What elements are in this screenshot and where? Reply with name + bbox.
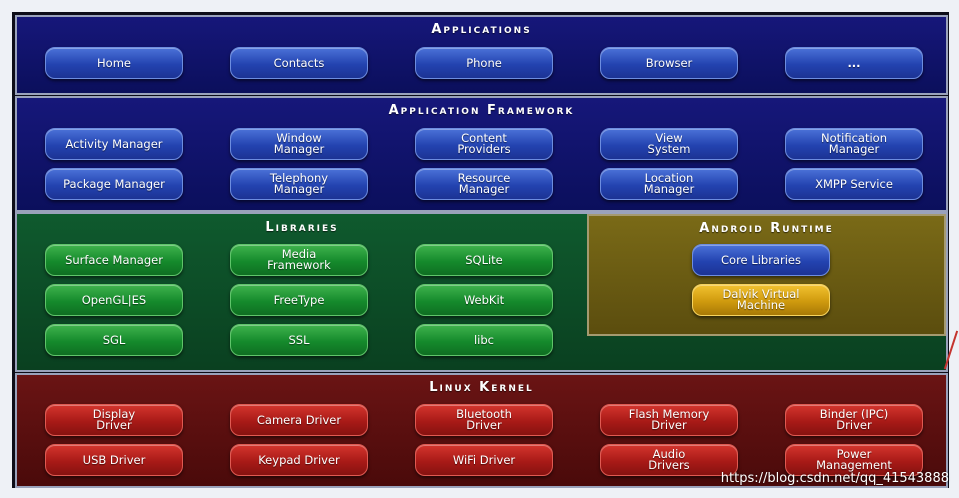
runtime-dalvik-vm: Dalvik Virtual Machine [692, 284, 830, 316]
libraries-title: Libraries [265, 220, 339, 235]
app-phone: Phone [415, 47, 553, 79]
kernel-usb-driver: USB Driver [45, 444, 183, 476]
kernel-audio-drivers: Audio Drivers [600, 444, 738, 476]
runtime-core-libraries: Core Libraries [692, 244, 830, 276]
kernel-bluetooth-driver: Bluetooth Driver [415, 404, 553, 436]
watermark-url: https://blog.csdn.net/qq_41543888 [720, 471, 949, 486]
kernel-power-management: Power Management [785, 444, 923, 476]
lib-ssl: SSL [230, 324, 368, 356]
lib-sqlite: SQLite [415, 244, 553, 276]
lib-sgl: SGL [45, 324, 183, 356]
fw-xmpp-service: XMPP Service [785, 168, 923, 200]
kernel-flash-memory-driver: Flash Memory Driver [600, 404, 738, 436]
lib-media-framework: Media Framework [230, 244, 368, 276]
fw-package-manager: Package Manager [45, 168, 183, 200]
fw-resource-manager: Resource Manager [415, 168, 553, 200]
fw-location-manager: Location Manager [600, 168, 738, 200]
kernel-wifi-driver: WiFi Driver [415, 444, 553, 476]
fw-window-manager: Window Manager [230, 128, 368, 160]
framework-title: Application Framework [388, 103, 575, 118]
kernel-camera-driver: Camera Driver [230, 404, 368, 436]
fw-content-providers: Content Providers [415, 128, 553, 160]
lib-webkit: WebKit [415, 284, 553, 316]
kernel-display-driver: Display Driver [45, 404, 183, 436]
lib-freetype: FreeType [230, 284, 368, 316]
app-browser: Browser [600, 47, 738, 79]
runtime-title: Android Runtime [699, 221, 834, 236]
lib-surface-manager: Surface Manager [45, 244, 183, 276]
kernel-keypad-driver: Keypad Driver [230, 444, 368, 476]
applications-title: Applications [431, 22, 532, 37]
kernel-title: Linux Kernel [429, 380, 534, 395]
app-more: ... [785, 47, 923, 79]
fw-telephony-manager: Telephony Manager [230, 168, 368, 200]
app-home: Home [45, 47, 183, 79]
kernel-binder-ipc-driver: Binder (IPC) Driver [785, 404, 923, 436]
app-contacts: Contacts [230, 47, 368, 79]
lib-opengl-es: OpenGL|ES [45, 284, 183, 316]
fw-view-system: View System [600, 128, 738, 160]
fw-activity-manager: Activity Manager [45, 128, 183, 160]
lib-libc: libc [415, 324, 553, 356]
fw-notification-manager: Notification Manager [785, 128, 923, 160]
